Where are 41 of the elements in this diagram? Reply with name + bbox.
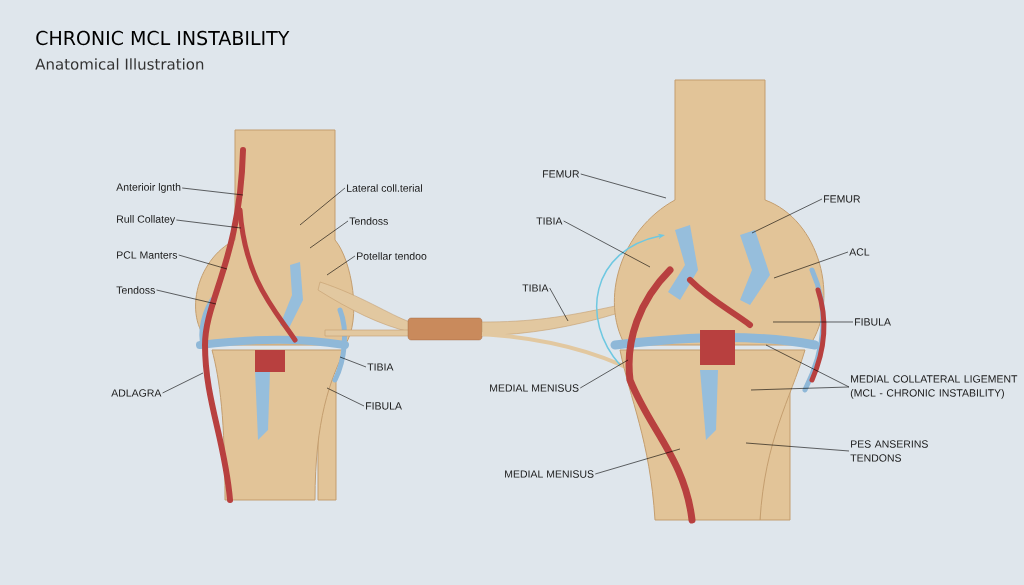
part-label: Potellar tendoo xyxy=(357,252,427,260)
leader-line xyxy=(178,254,228,270)
leader-line xyxy=(309,220,349,249)
part-label: FIBULA xyxy=(366,402,402,410)
part-label: Tendoss xyxy=(116,286,155,294)
part-label: MEDIAL COLLATERAL LIGEMENT (MCL - CHRONIC INSTABILITY) xyxy=(850,375,1018,399)
part-label: ACL xyxy=(849,248,870,256)
leader-line xyxy=(580,173,667,199)
leader-line xyxy=(156,289,217,305)
leader-line xyxy=(181,187,244,196)
part-label: FEMUR xyxy=(824,195,861,203)
subtitle: Anatomical Illustration xyxy=(35,58,204,70)
leader-line xyxy=(339,356,367,368)
part-label: Tendoss xyxy=(349,217,388,225)
part-label: TIBIA xyxy=(367,363,394,371)
part-label: MEDIAL MENISUS xyxy=(505,470,594,478)
part-label: MEDIAL MENISUS xyxy=(490,384,579,392)
leader-line xyxy=(751,198,823,234)
leader-line xyxy=(176,219,242,229)
part-label: Rull Collatey xyxy=(117,215,176,225)
leader-line xyxy=(745,442,850,452)
part-label: Anterioir lgnth xyxy=(116,183,181,193)
part-label: FEMUR xyxy=(543,170,580,178)
title: CHRONIC MCL INSTABILITY xyxy=(36,30,290,46)
part-label: PCL Manters xyxy=(117,251,178,259)
leader-line xyxy=(594,448,681,475)
leader-line xyxy=(326,387,365,407)
leader-line xyxy=(549,287,569,322)
leader-line xyxy=(750,386,850,391)
leader-line xyxy=(772,321,854,323)
leader-line xyxy=(162,372,204,394)
part-label: FIBULA xyxy=(855,318,891,326)
part-label: ADLAGRA xyxy=(111,389,162,397)
part-label: Lateral coll.terial xyxy=(347,184,422,192)
leader-line xyxy=(579,359,629,389)
leader-line xyxy=(765,344,850,388)
part-label: TIBIA xyxy=(536,217,563,225)
leader-line xyxy=(773,251,849,279)
part-label: TIBIA xyxy=(522,284,549,292)
part-label: PES ANSERINS TENDONS xyxy=(850,440,928,462)
leader-line xyxy=(563,220,651,268)
